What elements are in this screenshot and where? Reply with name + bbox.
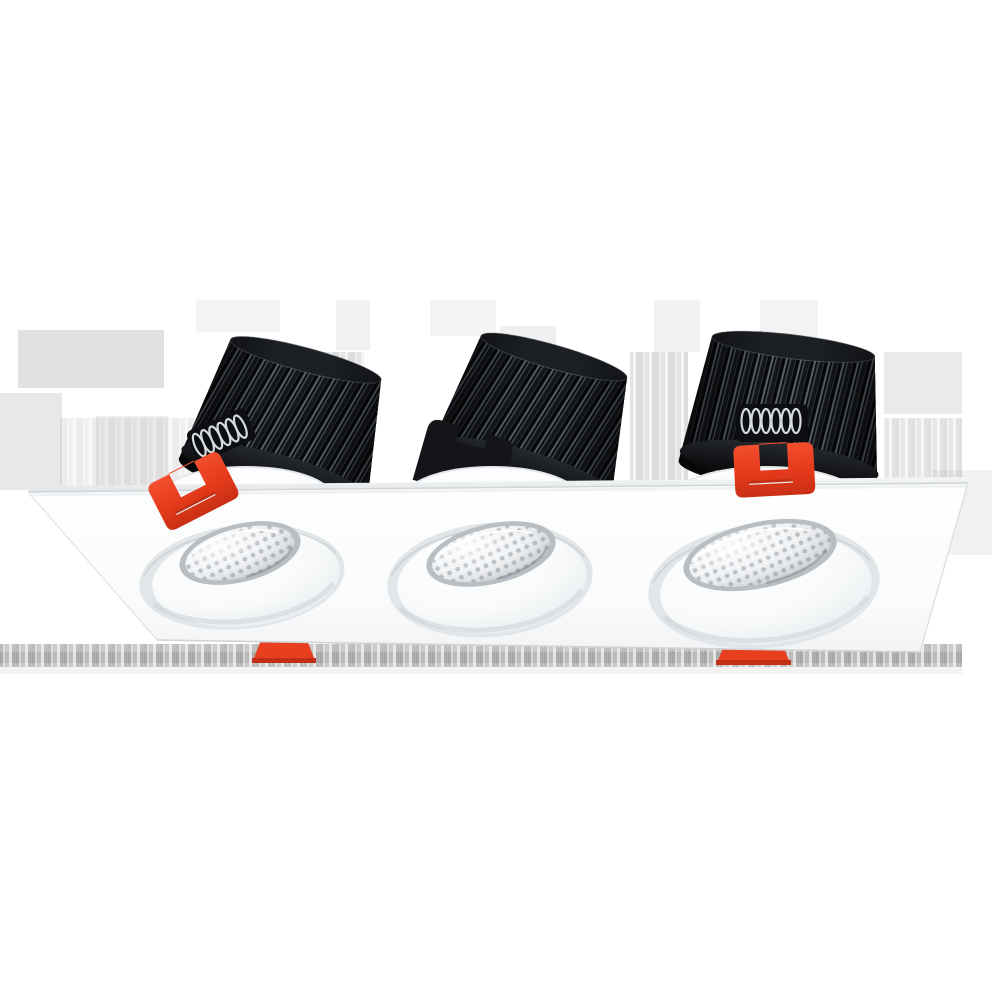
top-mounting-clip-right (733, 442, 816, 498)
faceplate-top-edge (28, 477, 968, 492)
led-reflector-lens (179, 521, 301, 585)
led-reflector-lens (683, 518, 837, 592)
spring-coils-left (186, 408, 256, 462)
top-mounting-clip-left (148, 452, 239, 530)
recess-bottom-crescent (662, 595, 870, 644)
right-gimbal-trim (648, 518, 880, 649)
middle-gimbal-trim (387, 521, 593, 638)
left-gimbal-trim (139, 521, 345, 630)
recess-bottom-crescent (398, 588, 584, 633)
recess-bottom-crescent (152, 581, 336, 625)
bottom-mounting-clip-right (716, 646, 791, 665)
spring-coils-right (736, 404, 808, 442)
led-reflector-lens (426, 521, 556, 587)
bottom-mounting-clip-left (252, 640, 316, 663)
